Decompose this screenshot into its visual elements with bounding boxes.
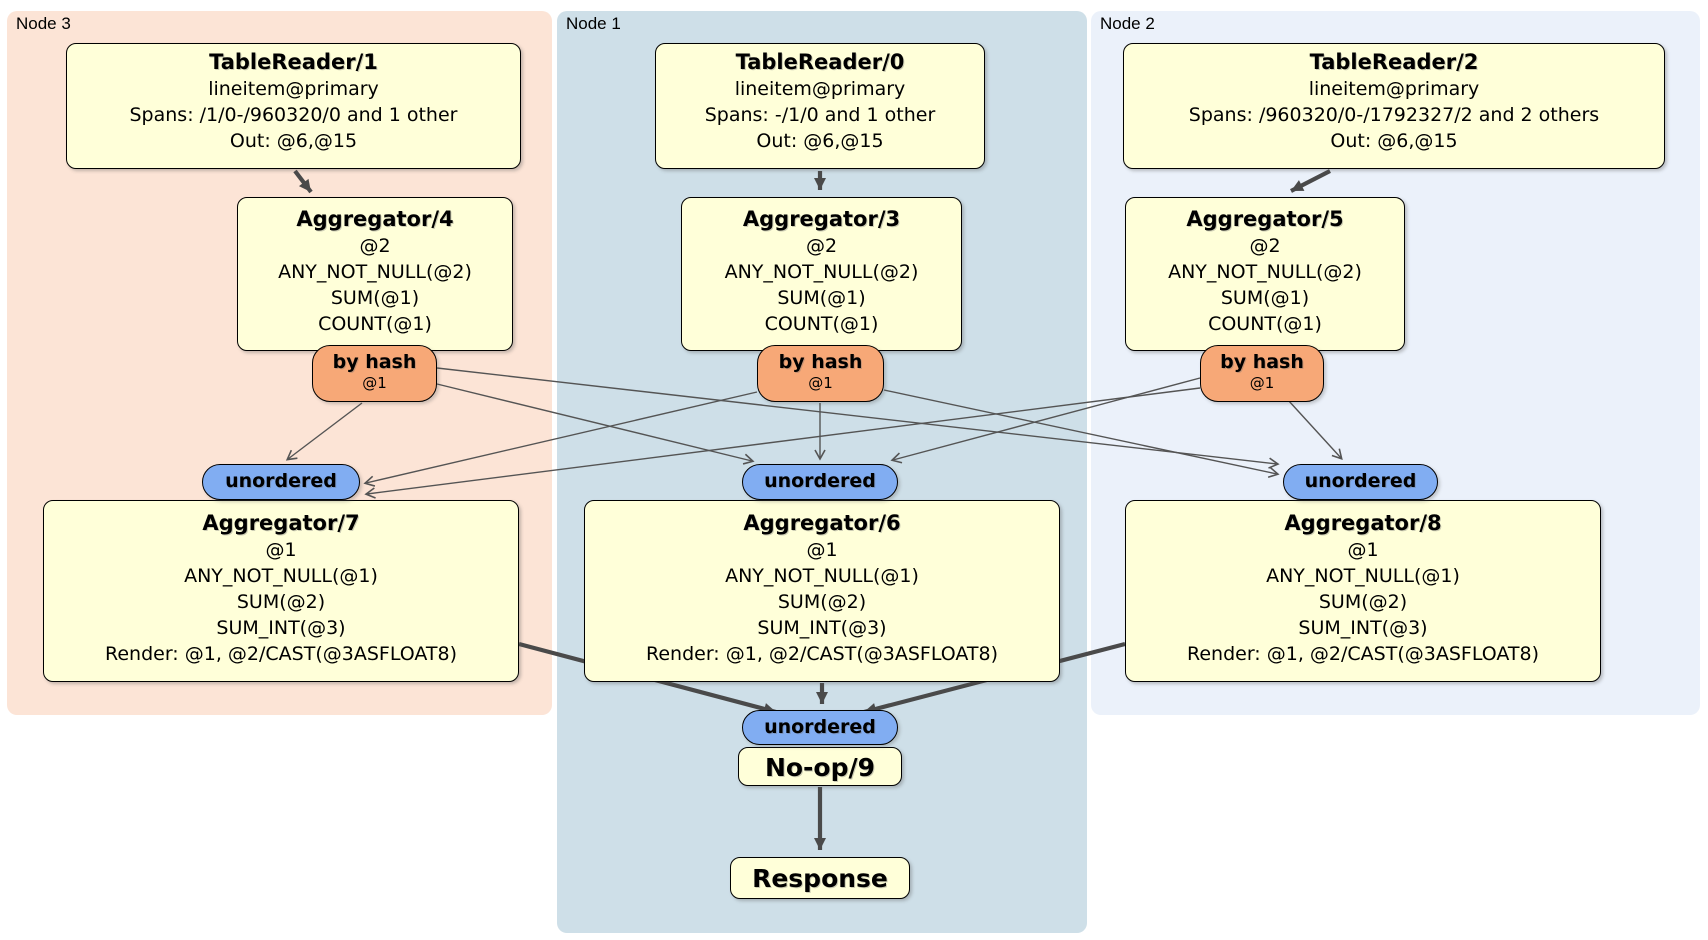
box-title: TableReader/2 <box>1309 50 1479 74</box>
hash-router-badge-node3: by hash @1 <box>312 345 437 402</box>
hash-router-badge-node2: by hash @1 <box>1200 345 1324 402</box>
box-line: Render: @1, @2/CAST(@3ASFLOAT8) <box>1187 643 1539 665</box>
box-line: ANY_NOT_NULL(@1) <box>725 565 919 587</box>
box-line: SUM_INT(@3) <box>216 617 346 639</box>
box-line: SUM(@1) <box>777 287 866 309</box>
box-line: SUM(@2) <box>236 591 326 613</box>
badge-title: unordered <box>764 470 876 492</box>
box-line: @2 <box>1249 235 1281 257</box>
box-line: Out: @6,@15 <box>229 130 358 152</box>
box-line: @1 <box>265 539 297 561</box>
aggregator-3-box: Aggregator/3 @2 ANY_NOT_NULL(@2) SUM(@1)… <box>681 197 962 351</box>
tablereader-1-box: TableReader/1 lineitem@primary Spans: /1… <box>66 43 521 169</box>
box-line: SUM(@1) <box>330 287 420 309</box>
box-line: Spans: /960320/0-/1792327/2 and 2 others <box>1188 104 1600 126</box>
box-line: SUM_INT(@3) <box>1298 617 1428 639</box>
badge-title: unordered <box>764 716 876 738</box>
box-title: TableReader/0 <box>735 50 905 74</box>
badge-title: unordered <box>1304 470 1417 492</box>
box-title: Aggregator/4 <box>296 207 454 231</box>
box-line: Render: @1, @2/CAST(@3ASFLOAT8) <box>105 643 457 665</box>
box-title: Aggregator/8 <box>1284 511 1442 535</box>
box-line: SUM(@2) <box>1318 591 1408 613</box>
box-line: ANY_NOT_NULL(@2) <box>278 261 472 283</box>
box-title: Aggregator/7 <box>202 511 360 535</box>
box-title: Aggregator/3 <box>742 207 901 231</box>
badge-detail: @1 <box>1249 374 1275 392</box>
box-line: ANY_NOT_NULL(@1) <box>1266 565 1460 587</box>
tablereader-0-box: TableReader/0 lineitem@primary Spans: -/… <box>655 43 985 169</box>
box-title: No-op/9 <box>764 753 876 782</box>
badge-title: by hash <box>1220 351 1304 373</box>
box-line: SUM(@2) <box>777 591 867 613</box>
box-line: ANY_NOT_NULL(@2) <box>724 261 919 283</box>
stream-badge-node2: unordered <box>1283 464 1438 500</box>
box-line: COUNT(@1) <box>318 313 432 335</box>
tablereader-2-box: TableReader/2 lineitem@primary Spans: /9… <box>1123 43 1665 169</box>
response-box: Response <box>730 857 910 899</box>
region-label-node1: Node 1 <box>566 14 621 33</box>
aggregator-8-box: Aggregator/8 @1 ANY_NOT_NULL(@1) SUM(@2)… <box>1125 500 1601 682</box>
aggregator-4-box: Aggregator/4 @2 ANY_NOT_NULL(@2) SUM(@1)… <box>237 197 513 351</box>
region-label-node3: Node 3 <box>16 14 71 33</box>
box-title: Aggregator/5 <box>1186 207 1344 231</box>
box-title: TableReader/1 <box>209 50 378 74</box>
region-label-node2: Node 2 <box>1100 14 1155 33</box>
box-line: lineitem@primary <box>734 78 906 100</box>
box-line: @2 <box>359 235 391 257</box>
final-stream-badge: unordered <box>742 710 898 745</box>
box-line: ANY_NOT_NULL(@1) <box>184 565 378 587</box>
hash-router-badge-node1: by hash @1 <box>757 345 884 402</box>
badge-title: by hash <box>778 351 863 373</box>
stream-badge-node3: unordered <box>202 464 360 500</box>
box-line: Spans: -/1/0 and 1 other <box>704 104 936 126</box>
box-line: Spans: /1/0-/960320/0 and 1 other <box>129 104 458 126</box>
box-title: Response <box>752 864 888 893</box>
box-line: lineitem@primary <box>208 78 379 100</box>
stream-badge-node1: unordered <box>742 464 898 500</box>
box-line: Render: @1, @2/CAST(@3ASFLOAT8) <box>646 643 998 665</box>
aggregator-5-box: Aggregator/5 @2 ANY_NOT_NULL(@2) SUM(@1)… <box>1125 197 1405 351</box>
noop-9-box: No-op/9 <box>738 747 902 786</box>
box-line: lineitem@primary <box>1308 78 1480 100</box>
box-line: Out: @6,@15 <box>756 130 884 152</box>
box-line: ANY_NOT_NULL(@2) <box>1168 261 1362 283</box>
box-line: @1 <box>1347 539 1379 561</box>
aggregator-6-box: Aggregator/6 @1 ANY_NOT_NULL(@1) SUM(@2)… <box>584 500 1060 682</box>
badge-title: by hash <box>332 351 417 373</box>
badge-detail: @1 <box>808 374 833 392</box>
box-title: Aggregator/6 <box>743 511 901 535</box>
badge-detail: @1 <box>362 374 387 392</box>
badge-title: unordered <box>225 470 337 492</box>
box-line: @2 <box>805 235 838 257</box>
box-line: SUM_INT(@3) <box>757 617 887 639</box>
box-line: COUNT(@1) <box>764 313 879 335</box>
box-line: Out: @6,@15 <box>1330 130 1458 152</box>
box-line: SUM(@1) <box>1220 287 1310 309</box>
aggregator-7-box: Aggregator/7 @1 ANY_NOT_NULL(@1) SUM(@2)… <box>43 500 519 682</box>
box-line: COUNT(@1) <box>1208 313 1322 335</box>
box-line: @1 <box>806 539 838 561</box>
